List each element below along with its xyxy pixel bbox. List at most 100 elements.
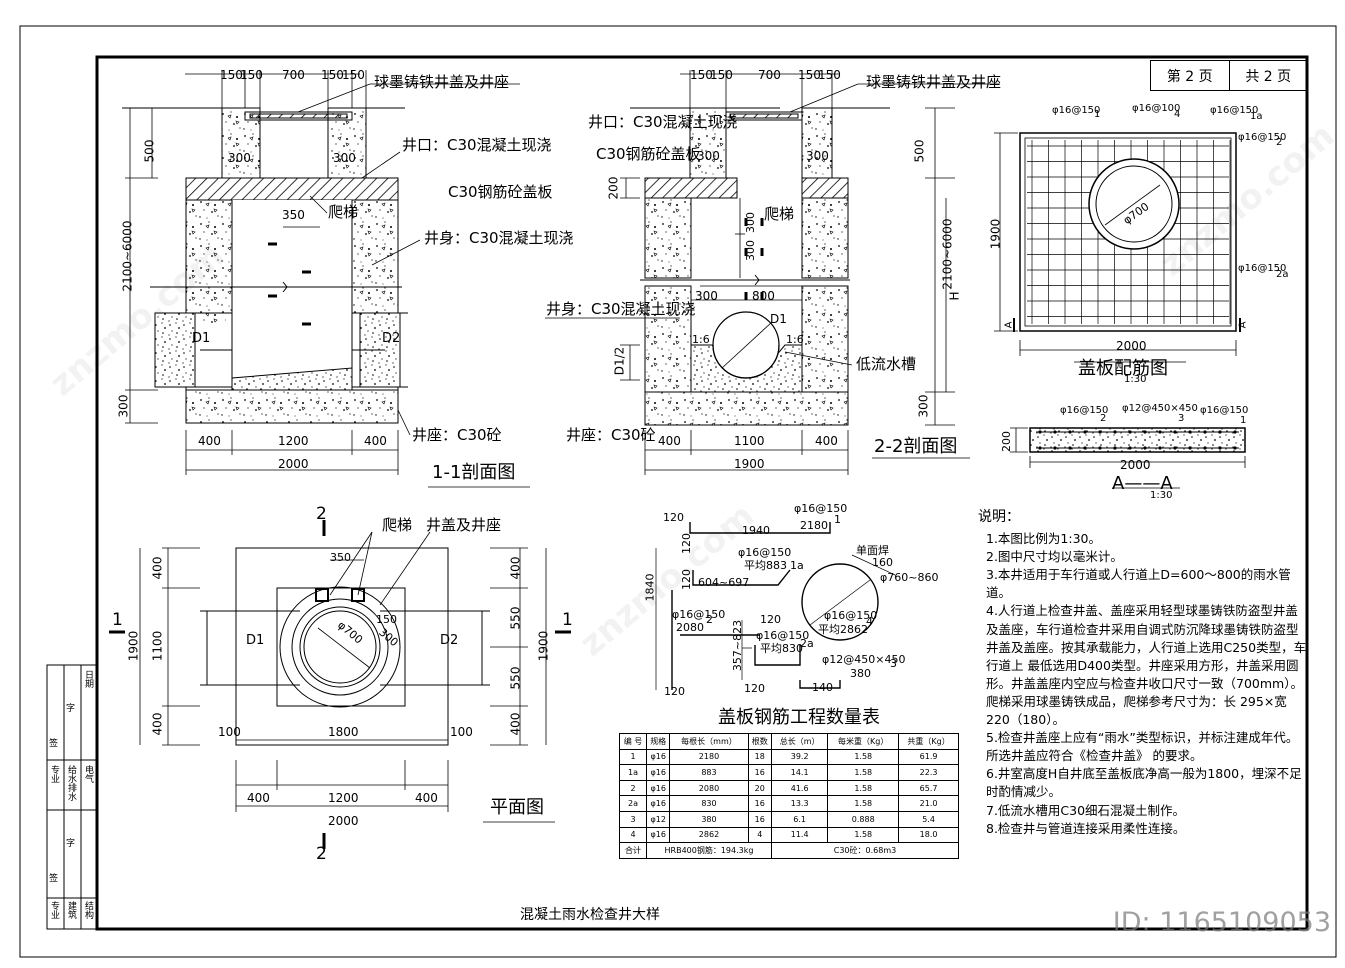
rebar-label: φ12@450×450 xyxy=(1122,403,1198,414)
note-item: 8.检查井与管道连接采用柔性连接。 xyxy=(986,820,1186,836)
rebar-dot xyxy=(1203,446,1207,450)
qty-table: 编 号 规格 每根长（mm） 根数 总长（m） 每米重（Kg） 共重（Kg） 1… xyxy=(619,733,960,859)
rebar-dot xyxy=(1083,446,1087,450)
rebar-dot xyxy=(1068,430,1072,434)
dim-2000: 2000 xyxy=(328,814,359,828)
table-cell: 1a xyxy=(619,764,647,781)
rebar-label: φ16@150 xyxy=(1060,405,1109,416)
rebar-dot xyxy=(1068,446,1072,450)
rebar-mark: 4 xyxy=(866,615,873,628)
table-cell: 4 xyxy=(747,826,772,844)
table-header: 共重（Kg） xyxy=(898,733,959,750)
table-cell: 1.58 xyxy=(827,826,900,844)
rebar-label: φ16@150 xyxy=(738,546,792,559)
dim-300: 300 xyxy=(695,289,718,303)
table-cell: 39.2 xyxy=(770,748,829,766)
channel-label: 低流水槽 xyxy=(856,355,917,373)
dim-300: 300 xyxy=(744,212,757,233)
neck-label: 井口：C30混凝土现浇 xyxy=(402,136,552,154)
table-cell: φ16 xyxy=(645,764,671,781)
table-cell: φ16 xyxy=(645,748,671,766)
note-item: 7.低流水槽用C30细石混凝土制作。 xyxy=(986,802,1186,818)
table-cell: 14.1 xyxy=(770,764,829,781)
cut-a: A xyxy=(1237,321,1249,329)
rebar-dot xyxy=(1233,430,1237,434)
rebar-mark: 1 xyxy=(1094,109,1101,120)
dim-400: 400 xyxy=(815,434,838,448)
dim-1900: 1900 xyxy=(988,218,1003,250)
rebar-dot xyxy=(1233,446,1237,450)
sig-label: 专业 xyxy=(49,901,59,919)
dim: 140 xyxy=(812,681,833,694)
rebar-dot xyxy=(1173,430,1177,434)
drawing-title: 混凝土雨水检查井大样 xyxy=(520,907,660,923)
dim: 380 xyxy=(850,667,871,680)
table-cell: 65.7 xyxy=(898,779,959,797)
table-cell: 883 xyxy=(669,764,749,781)
rebar-mark: 2a xyxy=(1276,269,1289,280)
table-cell: 18 xyxy=(747,748,772,766)
top-dim: 150 xyxy=(818,68,841,82)
rebar-label: φ16@150 xyxy=(1210,105,1259,116)
pipe-d1: D1 xyxy=(246,633,265,648)
rebar-avg: 平均883 xyxy=(744,559,787,572)
notes-title: 说明： xyxy=(978,509,1020,525)
rebar-mark: 1 xyxy=(1240,415,1247,426)
cut-mark-left: 1 xyxy=(112,610,123,630)
rebar-avg: 平均830 xyxy=(760,642,803,655)
section-aa-title: A——A xyxy=(1112,473,1173,494)
pipe-d2: D2 xyxy=(440,633,459,648)
plan-title: 平面图 xyxy=(490,797,544,818)
dim-300-base: 300 xyxy=(916,394,931,418)
table-header: 每根长（mm） xyxy=(669,733,749,750)
rebar-dot xyxy=(1113,430,1117,434)
table-header: 总长（m） xyxy=(770,733,829,750)
body-label: 井身：C30混凝土现浇 xyxy=(546,300,696,318)
table-header: 根数 xyxy=(747,733,772,750)
table-cell: 2a xyxy=(619,795,647,812)
pipe-d1: D1 xyxy=(192,331,211,346)
cover-label: 球墨铸铁井盖及井座 xyxy=(866,73,1002,91)
rebar-dot xyxy=(1173,446,1177,450)
rebar-dot xyxy=(1113,446,1117,450)
dim-100: 100 xyxy=(218,725,241,739)
dim-2000: 2000 xyxy=(1120,458,1151,472)
table-cell: 2080 xyxy=(669,779,749,797)
note-item: 3.本井适用于车行道或人行道上D=600～800的雨水管道。 xyxy=(986,567,1291,601)
top-dim: 150 xyxy=(690,68,713,82)
dim-550: 550 xyxy=(508,666,523,690)
section-2-2-drawing xyxy=(545,70,1000,475)
rebar-mark: 2 xyxy=(706,613,713,626)
note-item: 1.本图比例为1:30。 xyxy=(986,531,1101,547)
table-cell: 0.888 xyxy=(827,810,900,828)
dim: φ760~860 xyxy=(880,571,939,584)
id-tag: ID: 1165109053 xyxy=(1112,907,1331,938)
rebar-dot xyxy=(1128,446,1132,450)
dim-1200: 1200 xyxy=(328,791,359,805)
dim-2000: 2000 xyxy=(278,457,309,471)
table-cell: 380 xyxy=(669,810,749,828)
table-cell: 5.4 xyxy=(898,810,959,828)
dim-400: 400 xyxy=(198,434,221,448)
rebar-dot xyxy=(1128,430,1132,434)
table-header-row: 编 号 规格 每根长（mm） 根数 总长（m） 每米重（Kg） 共重（Kg） xyxy=(619,733,959,750)
table-cell: 1.58 xyxy=(827,764,900,781)
table-cell: 41.6 xyxy=(770,779,829,797)
table-cell: 1 xyxy=(619,748,647,766)
rebar-label: φ16@150 xyxy=(794,502,848,515)
dim-400: 400 xyxy=(364,434,387,448)
table-cell: 21.0 xyxy=(898,795,959,812)
qty-table-title: 盖板钢筋工程数量表 xyxy=(718,707,880,728)
slab-label: C30钢筋砼盖板 xyxy=(596,145,701,163)
dim-height: 2100~6000 xyxy=(120,220,135,292)
rebar-label: φ16@150 xyxy=(1238,263,1287,274)
table-cell: φ16 xyxy=(645,795,671,812)
table-cell: φ16 xyxy=(645,826,671,844)
dim-300: 300 xyxy=(697,149,720,163)
cut-a: A xyxy=(1003,321,1015,329)
